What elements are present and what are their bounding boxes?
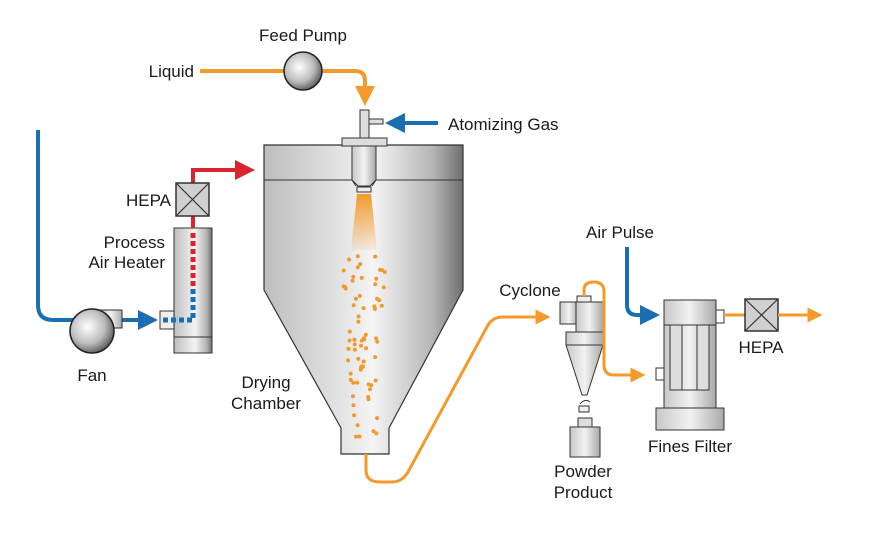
droplet bbox=[361, 364, 365, 369]
droplet bbox=[361, 306, 366, 311]
droplet bbox=[356, 356, 361, 361]
hepa-inlet-filter bbox=[175, 182, 210, 217]
droplet bbox=[363, 332, 368, 337]
label-liquid: Liquid bbox=[149, 62, 194, 81]
droplet bbox=[353, 296, 358, 301]
pump-to-atomizer-line bbox=[322, 69, 375, 106]
droplet bbox=[375, 416, 379, 421]
droplet bbox=[348, 377, 353, 382]
drying-chamber bbox=[263, 144, 464, 455]
atomizer-nozzle bbox=[351, 145, 377, 187]
droplet bbox=[361, 359, 366, 364]
label-hepa-outlet: HEPA bbox=[738, 338, 784, 357]
droplet bbox=[368, 387, 372, 392]
label-drying-chamber-2: Chamber bbox=[231, 394, 301, 413]
droplet bbox=[375, 339, 380, 344]
droplet bbox=[372, 304, 377, 309]
droplet bbox=[373, 355, 378, 360]
droplet bbox=[348, 371, 353, 376]
droplet bbox=[347, 338, 352, 343]
droplet bbox=[374, 276, 379, 281]
label-fan: Fan bbox=[77, 366, 106, 385]
atomizer-flange bbox=[341, 137, 388, 147]
droplet bbox=[374, 431, 379, 436]
droplet bbox=[352, 347, 357, 352]
droplet bbox=[381, 285, 386, 290]
droplet bbox=[358, 262, 363, 267]
droplet bbox=[347, 329, 352, 334]
process-air-heater bbox=[173, 227, 213, 354]
label-cyclone: Cyclone bbox=[499, 281, 560, 300]
feed-pump-icon bbox=[283, 51, 323, 91]
droplet bbox=[352, 342, 357, 347]
droplet bbox=[357, 293, 362, 298]
droplet bbox=[352, 413, 357, 418]
droplet bbox=[374, 336, 379, 341]
droplet bbox=[356, 314, 361, 319]
label-air-pulse: Air Pulse bbox=[586, 223, 654, 242]
droplet bbox=[351, 274, 356, 279]
droplet bbox=[364, 346, 369, 351]
droplet bbox=[354, 434, 358, 439]
droplet bbox=[382, 270, 387, 274]
droplet bbox=[366, 395, 371, 399]
droplet bbox=[346, 346, 351, 351]
droplet bbox=[373, 254, 378, 259]
droplet bbox=[359, 275, 364, 280]
heater-cold-coil bbox=[163, 288, 196, 323]
fan-icon bbox=[69, 308, 115, 354]
air-pulse-line bbox=[625, 247, 660, 325]
droplet bbox=[359, 343, 363, 348]
cyclone-to-filter-line bbox=[582, 280, 646, 383]
droplet bbox=[358, 367, 363, 372]
droplet bbox=[355, 265, 360, 270]
label-atomizing-gas: Atomizing Gas bbox=[448, 115, 559, 134]
droplet bbox=[351, 303, 356, 308]
droplet bbox=[351, 380, 356, 385]
label-powder-product-2: Product bbox=[554, 483, 613, 502]
droplet bbox=[341, 284, 346, 289]
droplet bbox=[355, 254, 360, 259]
droplet bbox=[355, 423, 360, 428]
droplet bbox=[351, 394, 355, 399]
droplet bbox=[371, 429, 376, 434]
droplet bbox=[359, 338, 364, 343]
droplet bbox=[356, 319, 361, 324]
droplets bbox=[341, 254, 387, 439]
fan-inlet-line bbox=[36, 130, 80, 322]
fines-filter bbox=[655, 299, 725, 431]
label-drying-chamber-1: Drying bbox=[241, 373, 290, 392]
droplet bbox=[347, 257, 351, 262]
hepa-outlet-filter bbox=[744, 298, 779, 332]
droplet bbox=[369, 383, 374, 388]
atomizer-stem bbox=[359, 109, 370, 141]
spray-cone bbox=[351, 194, 377, 250]
droplet bbox=[373, 282, 378, 287]
droplet bbox=[351, 403, 356, 408]
label-hepa-inlet: HEPA bbox=[126, 191, 172, 210]
label-fines-filter: Fines Filter bbox=[648, 437, 732, 456]
droplet bbox=[357, 434, 362, 439]
droplet bbox=[355, 380, 360, 385]
cyclone bbox=[559, 295, 604, 413]
droplet bbox=[346, 358, 351, 363]
label-powder-product-1: Powder bbox=[554, 462, 612, 481]
label-feed-pump: Feed Pump bbox=[259, 26, 347, 45]
droplet bbox=[352, 337, 357, 342]
label-process-air-heater-2: Air Heater bbox=[88, 253, 165, 272]
droplet bbox=[375, 296, 380, 301]
chamber-to-cyclone-line bbox=[364, 309, 551, 484]
powder-product-container bbox=[569, 417, 601, 458]
droplet bbox=[379, 303, 384, 308]
droplet bbox=[373, 378, 378, 383]
droplet bbox=[350, 278, 355, 283]
droplet bbox=[341, 268, 346, 273]
label-process-air-heater-1: Process bbox=[104, 233, 165, 252]
